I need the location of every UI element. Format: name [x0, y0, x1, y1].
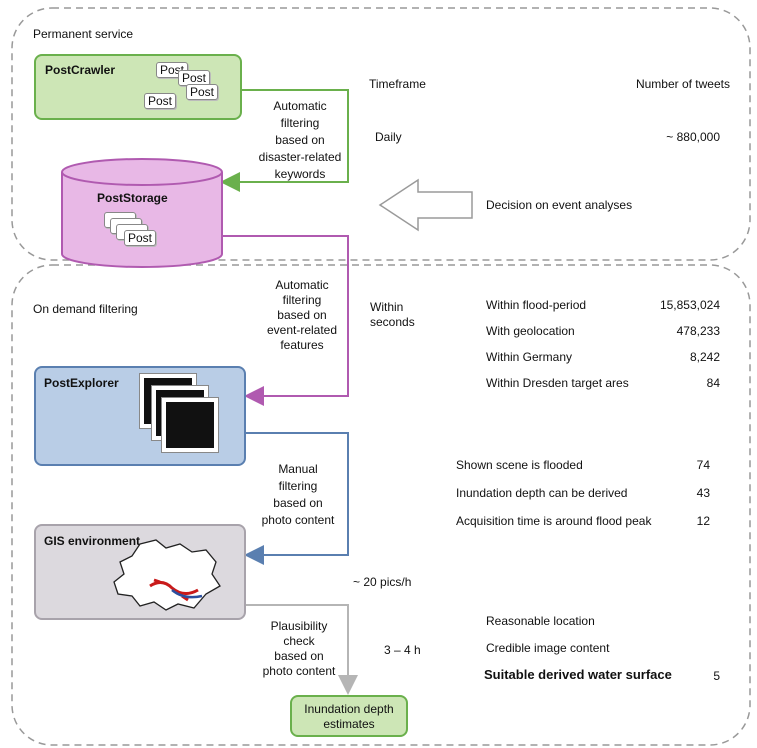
timeframe-daily: Daily — [375, 130, 402, 144]
tweets-count: ~ 880,000 — [666, 130, 720, 144]
on-demand-title: On demand filtering — [33, 302, 138, 316]
stat-label: With geolocation — [486, 324, 575, 338]
post-card: Post — [186, 84, 219, 100]
arrow-crawler-to-storage — [220, 89, 349, 192]
inundation-estimates-box: Inundation depth estimates — [290, 695, 408, 737]
stat-value: 8,242 — [689, 350, 720, 364]
stat-label: Acquisition time is around flood peak — [456, 514, 652, 528]
stat-label: Within flood-period — [486, 298, 587, 312]
post-card: Post — [178, 70, 211, 86]
timing-seconds: Within seconds — [370, 300, 415, 329]
poststorage-cylinder — [61, 158, 223, 268]
poststorage-label: PostStorage — [97, 191, 168, 205]
manual-filter-label: Manual filtering based on photo content — [261, 462, 335, 527]
stat-value: 5 — [713, 669, 720, 683]
arrow-explorer-to-gis — [244, 432, 349, 565]
stat-value: 478,233 — [676, 324, 720, 338]
plausibility-label: Plausibility check based on photo conten… — [262, 619, 336, 678]
gis-environment-label: GIS environment — [44, 534, 141, 548]
stat-value: 15,853,024 — [659, 298, 720, 312]
post-card: Post — [144, 93, 177, 109]
tweets-header: Number of tweets — [635, 77, 730, 91]
permanent-service-title: Permanent service — [33, 27, 134, 41]
stat-label: Within Dresden target ares — [486, 376, 629, 390]
decision-label: Decision on event analyses — [486, 198, 633, 212]
postexplorer-label: PostExplorer — [44, 376, 119, 390]
permanent-service-frame — [11, 7, 751, 261]
stat-label: Credible image content — [486, 641, 610, 655]
postcrawler-label: PostCrawler — [45, 63, 116, 77]
stat-value: 74 — [696, 458, 710, 472]
stat-label: Within Germany — [486, 350, 573, 364]
arrow-storage-to-explorer — [222, 235, 349, 406]
event-filter-label: Automatic filtering based on event-relat… — [266, 278, 338, 352]
timing-hours: 3 – 4 h — [384, 643, 421, 657]
stat-label: Inundation depth can be derived — [456, 486, 628, 500]
decision-arrow — [378, 178, 473, 232]
stat-label: Reasonable location — [486, 614, 595, 628]
disaster-filter-label: Automatic filtering based on disaster-re… — [258, 99, 342, 181]
stat-value: 12 — [696, 514, 710, 528]
stat-label: Shown scene is flooded — [456, 458, 583, 472]
dresden-map-icon — [113, 539, 221, 611]
stat-value: 84 — [706, 376, 720, 390]
timeframe-header: Timeframe — [369, 77, 426, 91]
on-demand-frame — [11, 264, 751, 746]
photo-stack-icon — [140, 374, 220, 458]
stat-value: 43 — [696, 486, 710, 500]
stat-label: Suitable derived water surface — [484, 667, 672, 682]
arrow-gis-to-output — [246, 604, 358, 695]
timing-pics-per-hour: ~ 20 pics/h — [353, 575, 412, 589]
post-card: Post — [124, 230, 157, 246]
